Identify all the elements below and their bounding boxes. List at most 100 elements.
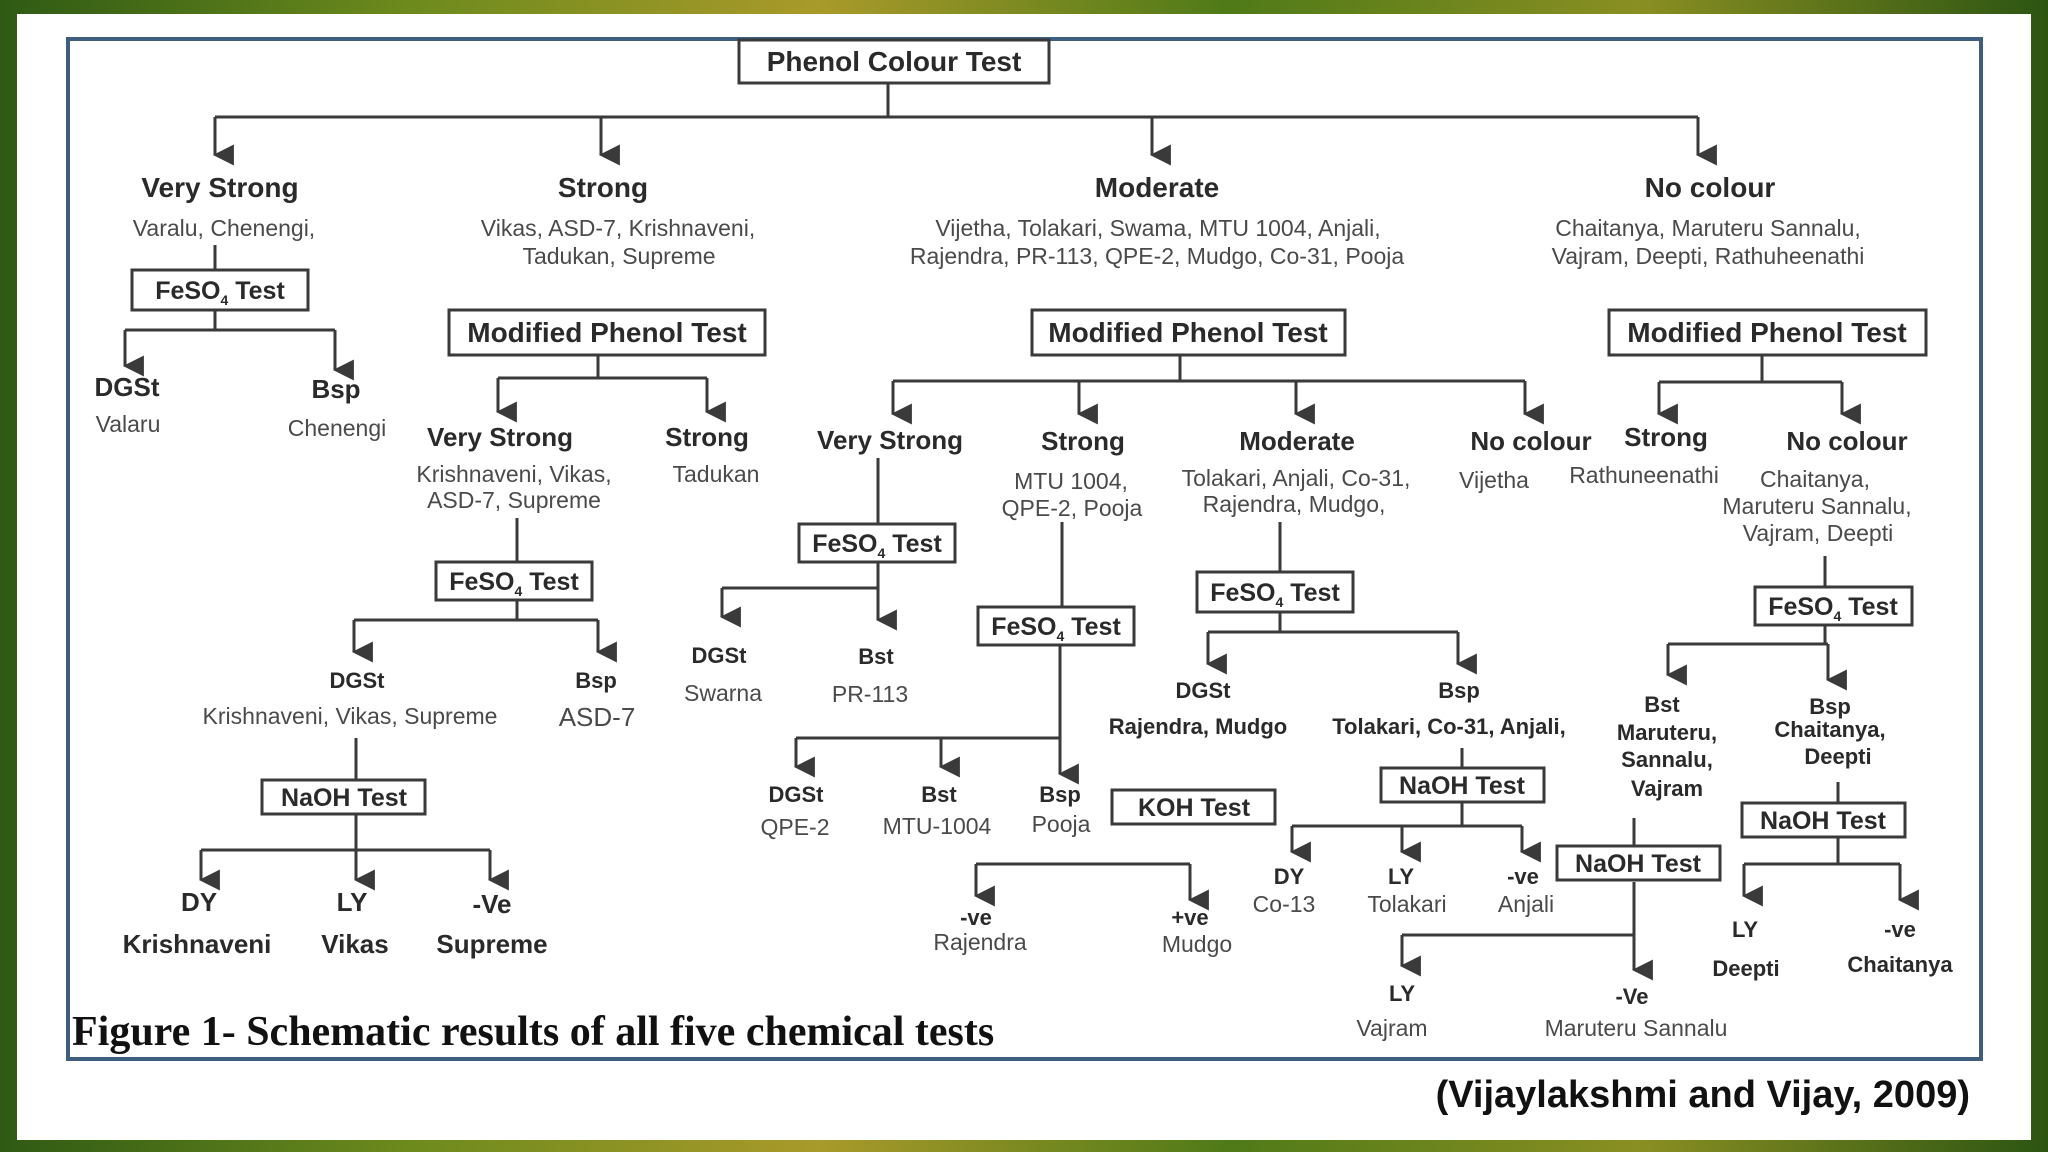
moderate-modified-phenol-label: Modified Phenol Test [1048, 317, 1327, 348]
root-test-label: Phenol Colour Test [767, 46, 1022, 77]
vs-dgst-label: DGSt [95, 372, 160, 402]
moderate-varieties-line1: Vijetha, Tolakari, Swama, MTU 1004, Anja… [935, 215, 1380, 241]
nc-neg-left-label: -Ve [1615, 984, 1648, 1009]
strong-neg-label: -Ve [472, 889, 511, 919]
strong-modified-phenol-label: Modified Phenol Test [467, 317, 746, 348]
moderate-varieties-line2: Rajendra, PR-113, QPE-2, Mudgo, Co-31, P… [910, 243, 1405, 269]
mod-strong-line2: QPE-2, Pooja [1002, 495, 1143, 521]
strong-strong-variety: Tadukan [673, 461, 760, 487]
mod-mod-bsp-varieties: Tolakari, Co-31, Anjali, [1332, 714, 1566, 739]
strong-naoh-label: NaOH Test [281, 784, 408, 812]
mod-vs-bst-label: Bst [858, 644, 894, 669]
mod-vs-feso4-box [797, 522, 957, 564]
koh-neg-label: -ve [960, 905, 992, 930]
nocolour-modified-phenol-label: Modified Phenol Test [1627, 317, 1906, 348]
strong-varieties-line2: Tadukan, Supreme [522, 243, 715, 269]
nc-nc-line3: Vajram, Deepti [1743, 520, 1893, 546]
mod-vs-bst-variety: PR-113 [832, 681, 908, 707]
mod-naoh-label: NaOH Test [1399, 772, 1526, 800]
nc-bsp-line2: Deepti [1804, 744, 1871, 769]
strong-heading: Strong [558, 172, 648, 203]
very-strong-varieties: Varalu, Chenengi, [133, 215, 315, 241]
no-colour-varieties-line1: Chaitanya, Maruteru Sannalu, [1555, 215, 1861, 241]
moderate-modified-phenol-box [1030, 308, 1347, 357]
mod-vs-dgst-label: DGSt [692, 643, 748, 668]
nc-bst-label: Bst [1644, 692, 1680, 717]
mod-strong-dgst-variety: QPE-2 [760, 814, 829, 840]
nc-nc-label: No colour [1786, 426, 1907, 456]
root-test-box [737, 38, 1051, 85]
strong-dgst-label: DGSt [330, 668, 386, 693]
mod-mod-neg-variety: Anjali [1498, 891, 1554, 917]
mod-strong-bsp-label: Bsp [1039, 782, 1081, 807]
nc-bsp-label: Bsp [1809, 694, 1851, 719]
vs-dgst-variety: Valaru [96, 411, 161, 437]
nc-ly-left-label: LY [1389, 981, 1415, 1006]
mod-mod-dgst-varieties: Rajendra, Mudgo [1109, 714, 1287, 739]
nc-ly-right-variety: Deepti [1712, 956, 1779, 981]
nc-feso4-label: FeSO4 Test [1768, 593, 1898, 624]
strong-ly-variety: Vikas [321, 929, 388, 959]
mod-strong-label: Strong [1041, 426, 1125, 456]
mod-mod-line1: Tolakari, Anjali, Co-31, [1182, 465, 1411, 491]
mod-strong-feso4-label: FeSO4 Test [991, 613, 1121, 644]
strong-vs-line2: ASD-7, Supreme [427, 487, 601, 513]
strong-feso4-box [434, 560, 594, 602]
koh-neg-variety: Rajendra [933, 929, 1027, 955]
mod-mod-neg-label: -ve [1507, 864, 1539, 889]
nc-feso4-box [1753, 585, 1914, 627]
nc-nc-line2: Maruteru Sannalu, [1722, 493, 1911, 519]
connectors [122, 83, 1919, 981]
nc-naoh-left-label: NaOH Test [1575, 850, 1702, 878]
nc-naoh-right-box [1740, 801, 1907, 839]
citation: (Vijaylakshmi and Vijay, 2009) [1435, 1074, 1970, 1116]
mod-mod-feso4-box [1195, 570, 1355, 614]
strong-dy-variety: Krishnaveni [123, 929, 272, 959]
nc-neg-right-label: -ve [1884, 917, 1916, 942]
nc-bst-line2: Sannalu, [1621, 747, 1713, 772]
strong-varieties-line1: Vikas, ASD-7, Krishnaveni, [481, 215, 755, 241]
nc-strong-variety: Rathuneenathi [1569, 462, 1719, 488]
mod-mod-dgst-label: DGSt [1176, 678, 1232, 703]
koh-label: KOH Test [1138, 794, 1251, 822]
mod-mod-label: Moderate [1239, 426, 1355, 456]
nc-naoh-right-label: NaOH Test [1760, 807, 1887, 835]
mod-strong-dgst-label: DGSt [769, 782, 825, 807]
vs-bsp-label: Bsp [311, 374, 360, 404]
nc-bsp-line1: Chaitanya, [1774, 717, 1885, 742]
mod-strong-line1: MTU 1004, [1014, 468, 1128, 494]
mod-naoh-box [1379, 766, 1546, 804]
mod-mod-ly-label: LY [1388, 864, 1414, 889]
mod-strong-bst-label: Bst [921, 782, 957, 807]
mod-strong-feso4-box [976, 605, 1136, 647]
no-colour-varieties-line2: Vajram, Deepti, Rathuheenathi [1552, 243, 1865, 269]
mod-strong-bst-variety: MTU-1004 [883, 813, 992, 839]
vs-feso4-box [130, 268, 310, 312]
strong-feso4-label: FeSO4 Test [449, 568, 579, 599]
nc-neg-left-variety: Maruteru Sannalu [1545, 1015, 1728, 1041]
strong-dy-label: DY [181, 887, 217, 917]
nc-bst-line1: Maruteru, [1617, 720, 1717, 745]
strong-ly-label: LY [337, 887, 368, 917]
very-strong-heading: Very Strong [141, 172, 298, 203]
strong-vs-label: Very Strong [427, 422, 573, 452]
mod-vs-dgst-variety: Swarna [684, 680, 762, 706]
nocolour-modified-phenol-box [1607, 308, 1928, 357]
koh-pos-variety: Mudgo [1162, 931, 1232, 957]
vs-bsp-variety: Chenengi [288, 415, 386, 441]
vs-feso4-label: FeSO4 Test [155, 277, 285, 308]
slide-background [17, 14, 2031, 1140]
mod-nc-variety: Vijetha [1459, 467, 1529, 493]
mod-vs-label: Very Strong [817, 425, 963, 455]
strong-dgst-varieties: Krishnaveni, Vikas, Supreme [203, 703, 498, 729]
strong-modified-phenol-box [447, 308, 767, 357]
mod-mod-feso4-label: FeSO4 Test [1210, 579, 1340, 610]
strong-bsp-variety: ASD-7 [559, 702, 636, 732]
mod-mod-bsp-label: Bsp [1438, 678, 1480, 703]
strong-strong-label: Strong [665, 422, 749, 452]
no-colour-heading: No colour [1645, 172, 1776, 203]
nc-nc-line1: Chaitanya, [1760, 466, 1870, 492]
strong-neg-variety: Supreme [436, 929, 547, 959]
strong-bsp-label: Bsp [575, 668, 617, 693]
mod-vs-feso4-label: FeSO4 Test [812, 530, 942, 561]
